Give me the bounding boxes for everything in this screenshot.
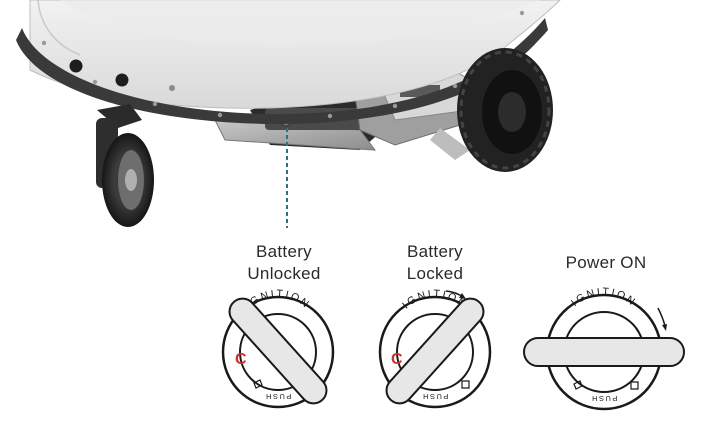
- push-label: PUSH: [265, 392, 292, 401]
- sensor-holes: [69, 59, 175, 91]
- rotation-arrow-icon: [445, 290, 466, 299]
- bumper-rivets: [41, 10, 525, 119]
- key-switch-locked: IGNITION PUSH C: [378, 288, 492, 409]
- key-handle: [385, 297, 485, 405]
- rotation-arrow-icon: [657, 307, 667, 331]
- key-switch-unlocked: IGNITION PUSH C: [221, 288, 335, 409]
- caption-locked-line2: Locked: [407, 264, 464, 283]
- key-handle: [523, 337, 685, 367]
- push-label: PUSH: [591, 394, 618, 403]
- position-icons: [573, 380, 639, 390]
- robot-base-illustration: [16, 0, 561, 228]
- caption-power-on: Power ON: [566, 253, 647, 272]
- caption-unlocked-line2: Unlocked: [247, 264, 320, 283]
- drive-wheel: [457, 48, 553, 172]
- off-mark: C: [235, 351, 247, 368]
- push-label: PUSH: [422, 392, 449, 401]
- caster-wheel: [96, 104, 154, 227]
- key-switch-power-on: IGNITION PUSH: [523, 286, 685, 411]
- caption-locked-line1: Battery: [407, 242, 463, 261]
- caption-unlocked-line1: Battery: [256, 242, 312, 261]
- off-mark: C: [391, 351, 403, 368]
- key-handle: [228, 297, 328, 405]
